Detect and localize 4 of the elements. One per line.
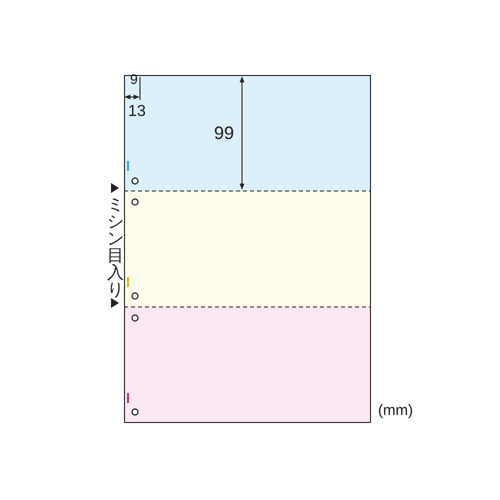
unit-label: (mm) <box>378 403 413 418</box>
dimension-label: 99 <box>214 124 234 142</box>
perforation-note: ミシン目入り <box>107 196 124 298</box>
dimension-label: 13 <box>128 104 146 120</box>
